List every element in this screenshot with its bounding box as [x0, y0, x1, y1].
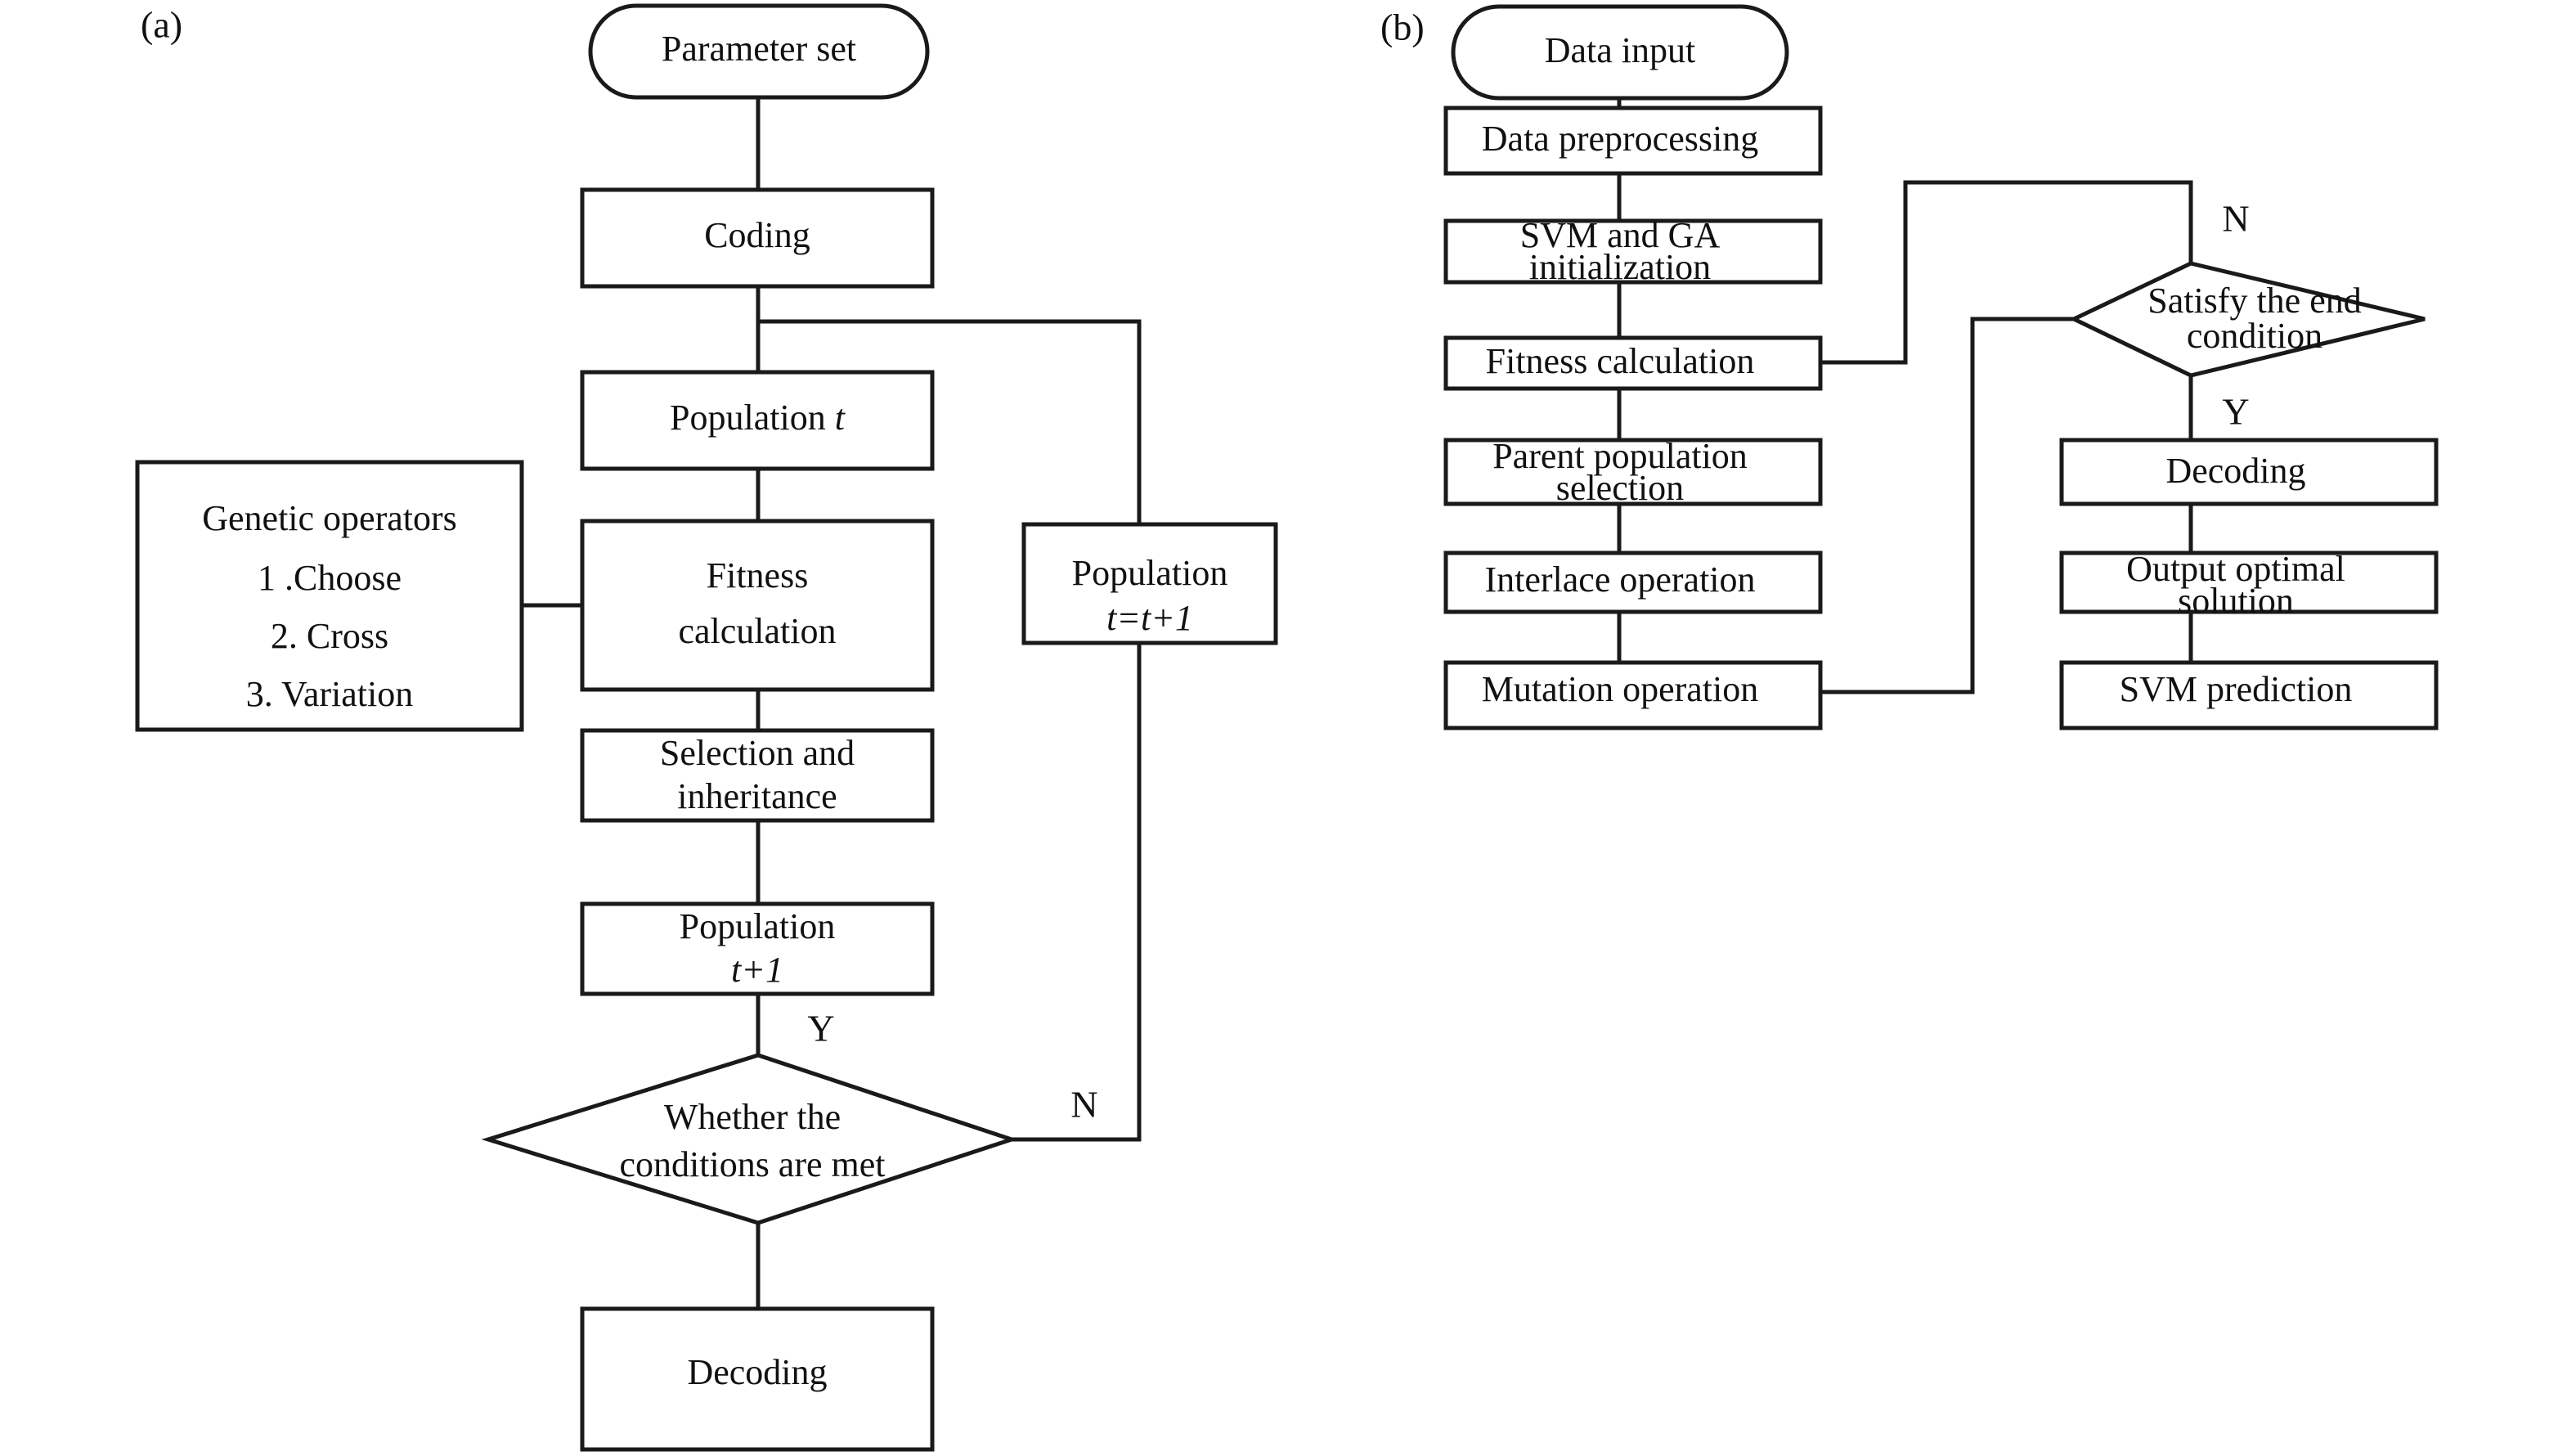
- whether-conditions-line-1: Whether the: [664, 1097, 841, 1137]
- panel-a: (a): [135, 3, 1278, 1452]
- genetic-operators-item-2: 2. Cross: [271, 616, 388, 656]
- node-coding[interactable]: Coding: [580, 187, 935, 289]
- population-t-eq-line-2: t=t+1: [1106, 598, 1193, 638]
- panel-a-tag: (a): [141, 4, 182, 46]
- fitness-calculation-a-line-2: calculation: [678, 611, 836, 651]
- data-preprocessing-label: Data preprocessing: [1482, 119, 1758, 159]
- node-whether-conditions[interactable]: Whether the conditions are met: [481, 1053, 1018, 1225]
- edge-return-bus-top: [756, 319, 1142, 527]
- node-fitness-calculation-b[interactable]: Fitness calculation: [1443, 335, 1823, 391]
- node-parent-population-selection[interactable]: Parent population selection: [1443, 436, 1823, 508]
- decoding-a-label: Decoding: [687, 1352, 827, 1392]
- genetic-operators-shape: [135, 460, 524, 732]
- whether-conditions-shape: [481, 1053, 1018, 1225]
- interlace-operation-shape: [1443, 550, 1823, 614]
- population-t-shape: [580, 370, 935, 471]
- population-t-eq-shape: [1021, 522, 1278, 645]
- genetic-operators-item-1: 1 .Choose: [258, 558, 402, 598]
- panel-b-connectors: [1617, 59, 2193, 694]
- node-parameter-set[interactable]: Parameter set: [588, 3, 930, 100]
- parent-population-selection-line-2: selection: [1556, 468, 1684, 508]
- population-t-var: t: [835, 398, 846, 438]
- data-preprocessing-shape: [1443, 106, 1823, 176]
- population-t-plus-1-line-2: t+1: [731, 950, 783, 990]
- svm-ga-init-line-1: SVM and GA: [1520, 215, 1721, 255]
- node-svm-prediction[interactable]: SVM prediction: [2059, 660, 2439, 730]
- panel-a-yes-label: Y: [807, 1008, 834, 1049]
- node-output-optimal-solution[interactable]: Output optimal solution: [2059, 549, 2439, 621]
- edge-mutation-to-decision-left: [1709, 317, 2076, 694]
- node-data-preprocessing[interactable]: Data preprocessing: [1443, 106, 1823, 176]
- fitness-calculation-b-label: Fitness calculation: [1486, 341, 1755, 381]
- output-optimal-solution-line-1: Output optimal: [2126, 549, 2345, 589]
- output-optimal-solution-shape: [2059, 550, 2439, 614]
- fitness-calculation-a-line-1: Fitness: [707, 555, 809, 595]
- genetic-operators-item-3: 3. Variation: [246, 674, 414, 714]
- node-mutation-operation[interactable]: Mutation operation: [1443, 660, 1823, 730]
- panel-b-tag: (b): [1380, 7, 1425, 48]
- selection-inheritance-line-1: Selection and: [660, 733, 855, 773]
- decoding-b-label: Decoding: [2165, 451, 2305, 491]
- parent-population-selection-line-1: Parent population: [1492, 436, 1748, 476]
- svm-prediction-shape: [2059, 660, 2439, 730]
- svm-ga-init-line-2: initialization: [1529, 247, 1711, 287]
- panel-a-no-label: N: [1070, 1084, 1097, 1126]
- node-decoding-b[interactable]: Decoding: [2059, 438, 2439, 506]
- mutation-operation-label: Mutation operation: [1482, 669, 1759, 709]
- population-t-plus-1-shape: [580, 901, 935, 996]
- data-input-label: Data input: [1545, 30, 1696, 70]
- svm-ga-init-shape: [1443, 218, 1823, 285]
- node-population-t-eq[interactable]: Population t=t+1: [1021, 522, 1278, 645]
- population-t-eq-line-1: Population: [1072, 553, 1228, 593]
- panel-b-no-label: N: [2222, 198, 2249, 240]
- node-selection-inheritance[interactable]: Selection and inheritance: [580, 728, 935, 823]
- node-interlace-operation[interactable]: Interlace operation: [1443, 550, 1823, 614]
- panel-b: (b): [1380, 4, 2439, 730]
- svm-prediction-label: SVM prediction: [2120, 669, 2353, 709]
- mutation-operation-shape: [1443, 660, 1823, 730]
- panel-a-connectors: [519, 50, 1142, 1311]
- satisfy-end-condition-line-2: condition: [2187, 316, 2322, 356]
- satisfy-end-condition-line-1: Satisfy the end: [2147, 281, 2362, 321]
- fitness-calculation-b-shape: [1443, 335, 1823, 391]
- edge-fitness-to-decision-bus: [1709, 180, 2193, 365]
- node-genetic-operators[interactable]: Genetic operators 1 .Choose 2. Cross 3. …: [135, 460, 524, 732]
- interlace-operation-label: Interlace operation: [1484, 559, 1755, 600]
- selection-inheritance-line-2: inheritance: [677, 776, 837, 816]
- output-optimal-solution-line-2: solution: [2178, 581, 2294, 621]
- satisfy-end-condition-shape: [2069, 261, 2426, 378]
- parent-population-selection-shape: [1443, 438, 1823, 506]
- data-input-shape: [1451, 4, 1789, 101]
- whether-conditions-line-2: conditions are met: [619, 1144, 885, 1184]
- node-population-t[interactable]: Population t: [580, 370, 935, 471]
- fitness-calculation-a-shape: [580, 519, 935, 692]
- node-satisfy-end-condition[interactable]: Satisfy the end condition: [2069, 261, 2426, 378]
- population-t-word: Population: [670, 398, 826, 438]
- coding-label: Coding: [704, 215, 810, 255]
- parameter-set-label: Parameter set: [662, 29, 856, 69]
- decoding-b-shape: [2059, 438, 2439, 506]
- selection-inheritance-shape: [580, 728, 935, 823]
- coding-shape: [580, 187, 935, 289]
- panel-b-yes-label: Y: [2222, 391, 2249, 433]
- node-svm-ga-init[interactable]: SVM and GA initialization: [1443, 215, 1823, 287]
- edge-decision-no-to-population-eq: [1009, 640, 1142, 1142]
- node-fitness-calculation-a[interactable]: Fitness calculation: [580, 519, 935, 692]
- decoding-a-shape: [580, 1306, 935, 1452]
- node-decoding-a[interactable]: Decoding: [580, 1306, 935, 1452]
- parameter-set-shape: [588, 3, 930, 100]
- genetic-operators-title: Genetic operators: [202, 498, 457, 538]
- node-data-input[interactable]: Data input: [1451, 4, 1789, 101]
- population-t-plus-1-line-1: Population: [680, 906, 836, 946]
- population-t-label: Population t: [670, 398, 846, 438]
- node-population-t-plus-1[interactable]: Population t+1: [580, 901, 935, 996]
